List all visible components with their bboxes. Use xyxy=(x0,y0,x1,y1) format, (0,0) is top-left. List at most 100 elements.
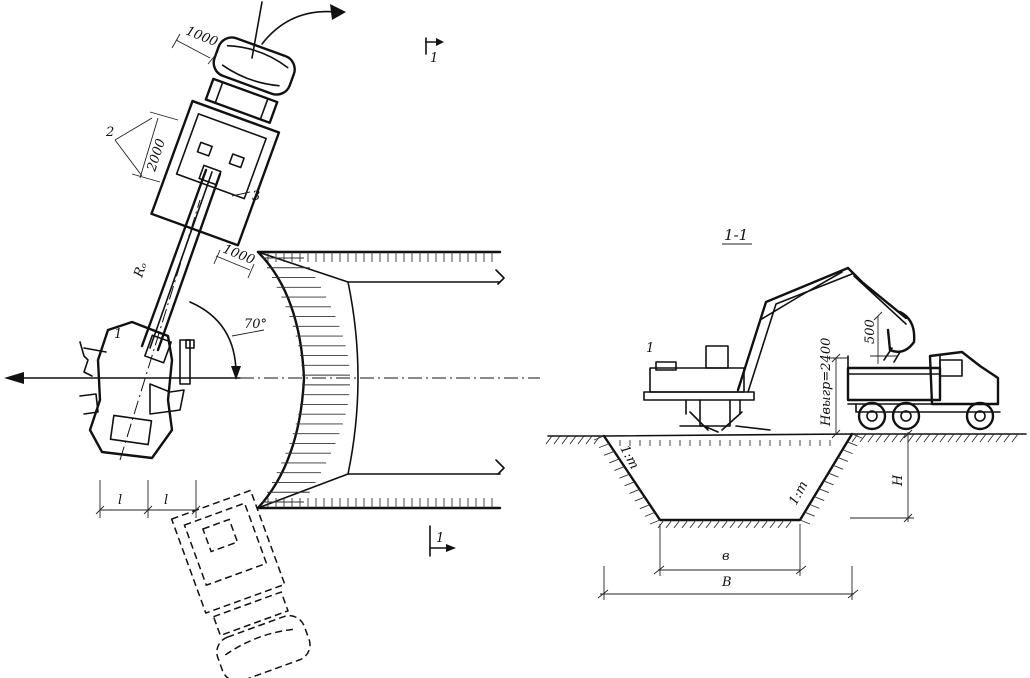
slope-hatch xyxy=(634,496,645,502)
slope-hatch xyxy=(837,457,848,462)
slope-hatch xyxy=(828,472,839,478)
ground-hatch xyxy=(947,433,955,443)
dim-500-label: 500 xyxy=(863,319,878,344)
dim-l-2-label: l xyxy=(164,493,168,508)
ground-profile xyxy=(547,432,1027,522)
slope-hatch xyxy=(639,504,650,510)
slope-hatch xyxy=(842,449,853,455)
ground-hatch xyxy=(561,435,569,445)
pit-section-hatching xyxy=(593,433,863,529)
bottom-hatch xyxy=(689,519,697,529)
angle-arc xyxy=(189,301,265,380)
dim-depth xyxy=(850,429,914,523)
ground-hatch xyxy=(987,433,995,443)
ground-hatch xyxy=(569,435,577,445)
slope-hatch xyxy=(614,466,625,471)
ground-hatch xyxy=(963,433,971,443)
section-mark-top xyxy=(425,37,444,55)
slope-hatch xyxy=(809,503,820,509)
ground-hatch xyxy=(577,435,585,445)
radius-label: Rₒ xyxy=(131,261,150,281)
ground-hatch xyxy=(545,435,553,445)
ground-hatch xyxy=(593,435,601,445)
slope-hatch xyxy=(624,481,635,487)
slope-hatch xyxy=(619,473,630,479)
truck-top-plan xyxy=(150,36,296,247)
bottom-hatch xyxy=(753,519,761,529)
ground-hatch xyxy=(1003,433,1011,443)
bottom-hatch xyxy=(769,519,777,529)
slope-left-label: 1:m xyxy=(616,443,641,472)
ground-hatch xyxy=(875,433,883,443)
section-mark-bottom xyxy=(429,525,456,557)
bottom-width-label: в xyxy=(722,549,730,564)
ground-hatching xyxy=(545,433,1019,445)
bottom-hatch xyxy=(705,519,713,529)
ground-hatch xyxy=(971,433,979,443)
slope-hatch xyxy=(649,519,661,525)
ground-hatch xyxy=(995,433,1003,443)
dim-1000-top xyxy=(171,33,219,65)
ground-hatch xyxy=(907,433,915,443)
depth-label: H xyxy=(891,474,906,487)
bottom-hatch xyxy=(745,519,753,529)
ground-hatch xyxy=(899,433,907,443)
callout-1-section: 1 xyxy=(646,341,654,356)
slope-hatch xyxy=(851,433,863,439)
section-mark-bottom-label: 1 xyxy=(436,531,444,546)
direction-arrow xyxy=(4,372,540,384)
truck-bottom-plan-dashed xyxy=(170,489,311,678)
bottom-hatch xyxy=(729,519,737,529)
dim-500 xyxy=(870,311,898,364)
slope-hatch xyxy=(593,435,605,441)
callout-1-plan: 1 xyxy=(114,327,122,342)
slope-right-label: 1:m xyxy=(786,479,811,508)
pit-plan xyxy=(256,250,505,510)
ground-hatch xyxy=(883,433,891,443)
dim-top-width xyxy=(597,566,859,600)
ground-hatch xyxy=(851,433,859,443)
callout-2: 2 xyxy=(105,125,114,140)
slope-hatch xyxy=(644,511,656,517)
callout-3: 3 xyxy=(252,189,260,204)
plan-view: 1000 2000 2 3 1000 Rₒ 70° 1 xyxy=(4,1,540,678)
bottom-hatch xyxy=(785,519,793,529)
section-mark-top-label: 1 xyxy=(430,51,438,66)
ground-hatch xyxy=(585,435,593,445)
dim-2000-label: 2000 xyxy=(144,137,169,174)
slope-hatch xyxy=(609,458,620,464)
bottom-hatch xyxy=(737,519,745,529)
turn-arrow xyxy=(251,1,346,59)
top-width-label: B xyxy=(721,575,732,590)
dim-l xyxy=(95,480,201,518)
height-label: Hвыгр=2400 xyxy=(819,338,834,427)
dim-1000-top-label: 1000 xyxy=(184,24,220,50)
ground-hatch xyxy=(915,433,923,443)
slope-hatch xyxy=(629,489,640,494)
bottom-hatch xyxy=(713,519,721,529)
dim-1000-mid xyxy=(213,249,255,279)
bottom-hatch xyxy=(697,519,705,529)
excavator-boom xyxy=(140,164,222,364)
ground-hatch xyxy=(859,433,867,443)
ground-hatch xyxy=(979,433,987,443)
ground-hatch xyxy=(867,433,875,443)
slope-hatch xyxy=(814,496,825,501)
slope-hatch xyxy=(832,464,844,470)
ground-hatch xyxy=(553,435,561,445)
ground-hatch xyxy=(1011,433,1019,443)
dim-bottom-width xyxy=(653,524,807,576)
bottom-hatch xyxy=(721,519,729,529)
bottom-hatch xyxy=(673,519,681,529)
dim-l-1-label: l xyxy=(118,493,122,508)
dim-2400 xyxy=(828,353,848,439)
slope-hatch xyxy=(598,443,610,449)
slope-hatch xyxy=(804,511,815,517)
slope-hatch xyxy=(604,450,615,456)
bottom-hatch xyxy=(777,519,785,529)
bottom-hatch xyxy=(681,519,689,529)
angle-label: 70° xyxy=(244,317,267,332)
ground-hatch xyxy=(931,433,939,443)
excavator-side xyxy=(643,266,916,433)
